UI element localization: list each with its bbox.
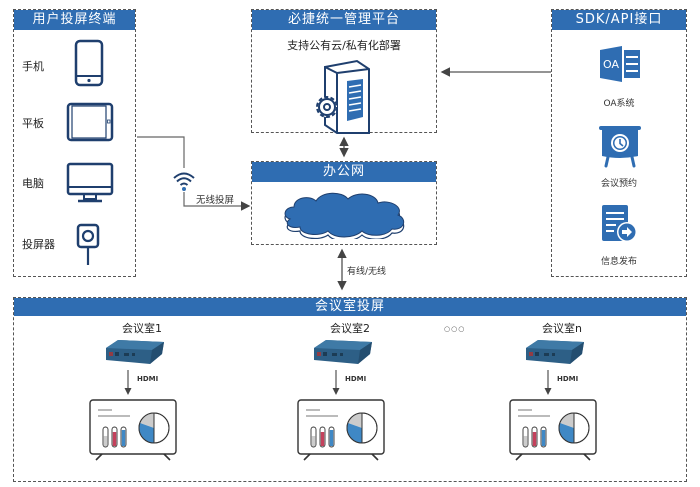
management-platform-panel: 必捷统一管理平台 支持公有云/私有化部署: [251, 9, 437, 135]
office-network-title: 办公网: [252, 162, 436, 182]
display-screen-icon: [88, 398, 178, 462]
cast-box-icon: [524, 338, 586, 366]
dongle-icon: [76, 223, 100, 267]
office-network-panel: 办公网: [251, 161, 437, 245]
cast-box-icon: [312, 338, 374, 366]
device-label-phone: 手机: [22, 60, 44, 73]
wifi-icon: [172, 170, 196, 192]
hdmi-arrow: [544, 370, 552, 395]
hdmi-label: HDMI: [557, 375, 579, 383]
wired-wireless-label: 有线/无线: [347, 267, 387, 277]
hdmi-label: HDMI: [137, 375, 159, 383]
room-label: 会议室1: [122, 322, 162, 335]
meeting-clock-icon: [598, 124, 642, 170]
sdk-item-meeting-label: 会议预约: [600, 179, 637, 189]
hdmi-label: HDMI: [345, 375, 367, 383]
rooms-ellipsis: ○○○: [444, 325, 466, 333]
cloud-icon: [280, 189, 410, 239]
tablet-icon: [66, 102, 114, 142]
phone-icon: [74, 39, 104, 87]
cast-box-icon: [104, 338, 166, 366]
meeting-room: 会议室n HDMI: [509, 318, 612, 478]
sdk-item-oa-label: OA系统: [603, 99, 635, 109]
oa-icon: OA: [598, 44, 642, 84]
room-label: 会议室n: [542, 322, 582, 335]
room-label: 会议室2: [330, 322, 370, 335]
device-label-dongle: 投屏器: [22, 238, 55, 251]
wifi-network-arrow: [183, 192, 251, 211]
server-gear-icon: [307, 55, 387, 135]
hdmi-arrow: [332, 370, 340, 395]
user-terminals-title: 用户投屏终端: [14, 10, 135, 30]
sdk-api-panel: SDK/API接口 OA OA系统 会议预约 信息发布: [551, 9, 687, 277]
device-label-computer: 电脑: [22, 177, 44, 190]
sdk-item-info-label: 信息发布: [600, 257, 637, 267]
user-terminals-panel: 用户投屏终端 手机 平板 电脑 投屏器: [13, 9, 136, 277]
display-screen-icon: [296, 398, 386, 462]
monitor-icon: [66, 162, 114, 204]
platform-subtitle: 支持公有云/私有化部署: [287, 39, 401, 52]
terminal-wifi-line: [137, 136, 185, 168]
platform-title: 必捷统一管理平台: [252, 10, 436, 30]
sdk-title: SDK/API接口: [552, 10, 686, 30]
device-label-tablet: 平板: [22, 117, 44, 130]
meeting-rooms-title: 会议室投屏: [14, 298, 686, 316]
svg-text:OA: OA: [603, 58, 619, 71]
wireless-cast-label: 无线投屏: [196, 195, 235, 206]
display-screen-icon: [508, 398, 598, 462]
hdmi-arrow: [124, 370, 132, 395]
meeting-room: 会议室2 HDMI: [297, 318, 400, 478]
document-share-icon: [600, 203, 640, 245]
meeting-room: 会议室1 HDMI: [89, 318, 192, 478]
